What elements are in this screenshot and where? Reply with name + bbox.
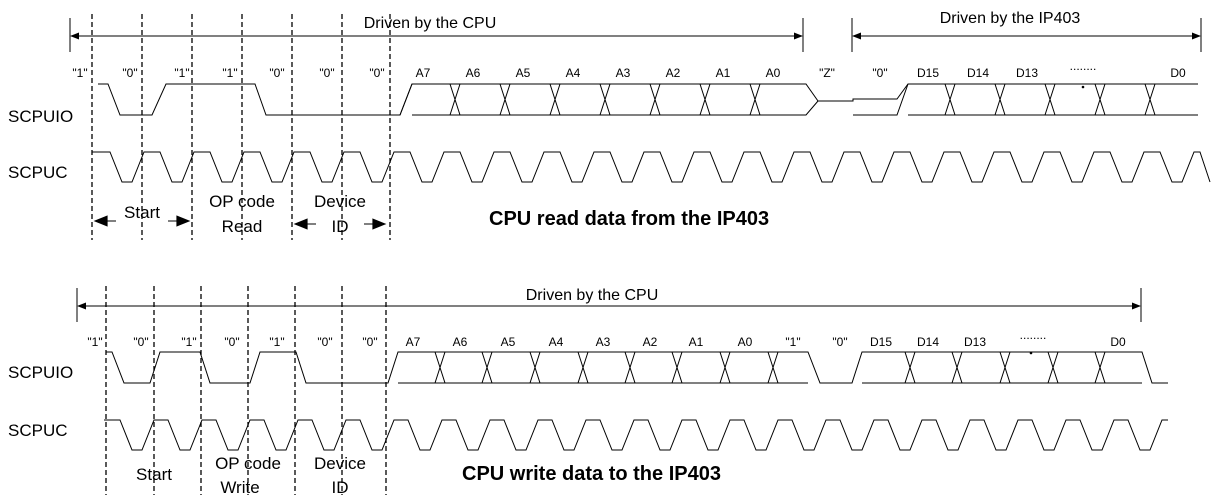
write-bit-label: D0	[1110, 335, 1126, 349]
read-phase-opcode-sub: Read	[222, 217, 263, 236]
write-bit-label: A4	[549, 335, 564, 349]
read-dashed-markers	[91, 14, 391, 240]
write-bit-label: A3	[596, 335, 611, 349]
read-phase-device-sub: ID	[332, 217, 349, 236]
write-dashed-markers	[105, 286, 387, 495]
read-bit-label: "Z"	[819, 66, 835, 80]
read-bit-label: "0"	[122, 66, 137, 80]
write-bit-label: "0"	[224, 335, 239, 349]
write-bit-label: A2	[643, 335, 658, 349]
read-bit-label: "1"	[222, 66, 237, 80]
read-bit-label: D14	[967, 66, 989, 80]
read-bit-label: A6	[466, 66, 481, 80]
write-phase-opcode: OP code	[215, 454, 281, 473]
write-bit-label: A0	[738, 335, 753, 349]
read-scpuc-label: SCPUC	[8, 163, 68, 182]
write-phase-device-sub: ID	[332, 478, 349, 495]
write-scpuc-label: SCPUC	[8, 421, 68, 440]
write-bit-label: D13	[964, 335, 986, 349]
write-bit-label: D14	[917, 335, 939, 349]
write-timing-diagram: Driven by the CPU "1" "0" "1" "0" "1" "0…	[8, 286, 1168, 495]
write-bit-label: "1"	[269, 335, 284, 349]
read-bit-label: "1"	[174, 66, 189, 80]
read-bit-label: "1"	[72, 66, 87, 80]
write-phase-device: Device	[314, 454, 366, 473]
read-diagram-title: CPU read data from the IP403	[489, 208, 769, 230]
write-phase-start: Start	[136, 465, 172, 484]
read-phase-device: Device	[314, 192, 366, 211]
read-bit-label: A3	[616, 66, 631, 80]
read-bit-label: A5	[516, 66, 531, 80]
write-bit-label: ........	[1020, 328, 1047, 342]
read-bit-label: "0"	[872, 66, 887, 80]
read-scpuc-clock	[92, 151, 1211, 183]
read-bit-label: A1	[716, 66, 731, 80]
read-bit-labels: "1" "0" "1" "1" "0" "0" "0" A7 A6 A5 A4 …	[72, 59, 1186, 80]
write-bit-label: A1	[689, 335, 704, 349]
write-scpuc-clock	[104, 419, 1168, 451]
write-driven-by-cpu-range: Driven by the CPU	[76, 287, 1142, 322]
write-bit-label: D15	[870, 335, 892, 349]
read-scpuio-label: SCPUIO	[8, 107, 73, 126]
write-scpuio-waveform	[106, 351, 1168, 384]
read-driven-by-ip403-label: Driven by the IP403	[940, 10, 1081, 27]
read-timing-diagram: Driven by the CPU Driven by the IP403 "1…	[8, 10, 1211, 240]
read-bit-label: D0	[1170, 66, 1186, 80]
read-bit-label: A0	[766, 66, 781, 80]
write-bit-label: "1"	[87, 335, 102, 349]
write-bit-label: "1"	[181, 335, 196, 349]
read-phase-opcode: OP code	[209, 192, 275, 211]
write-bit-label: "0"	[832, 335, 847, 349]
write-bit-label: "0"	[133, 335, 148, 349]
read-bit-label: A2	[666, 66, 681, 80]
read-bit-label: D13	[1016, 66, 1038, 80]
read-driven-by-cpu-range: Driven by the CPU	[69, 15, 804, 52]
read-bit-label: ........	[1070, 59, 1097, 73]
read-bit-label: "0"	[269, 66, 284, 80]
write-driven-by-cpu-label: Driven by the CPU	[526, 287, 659, 304]
write-bit-label: A7	[406, 335, 421, 349]
read-bit-label: "0"	[369, 66, 384, 80]
read-scpuio-waveform	[98, 83, 1198, 116]
write-scpuio-label: SCPUIO	[8, 363, 73, 382]
read-phase-start: Start	[124, 203, 160, 222]
write-bit-label: "1"	[785, 335, 800, 349]
write-bit-label: A6	[453, 335, 468, 349]
write-diagram-title: CPU write data to the IP403	[462, 463, 721, 485]
write-bit-label: A5	[501, 335, 516, 349]
read-driven-by-ip403-range: Driven by the IP403	[851, 10, 1202, 52]
write-bit-labels: "1" "0" "1" "0" "1" "0" "0" A7 A6 A5 A4 …	[87, 328, 1126, 349]
write-phase-opcode-sub: Write	[220, 478, 259, 495]
read-driven-by-cpu-label: Driven by the CPU	[364, 15, 497, 32]
read-bit-label: A4	[566, 66, 581, 80]
read-bit-label: "0"	[319, 66, 334, 80]
read-bit-label: D15	[917, 66, 939, 80]
write-bit-label: "0"	[362, 335, 377, 349]
read-bit-label: A7	[416, 66, 431, 80]
write-bit-label: "0"	[317, 335, 332, 349]
read-phase-arrows	[93, 215, 387, 230]
